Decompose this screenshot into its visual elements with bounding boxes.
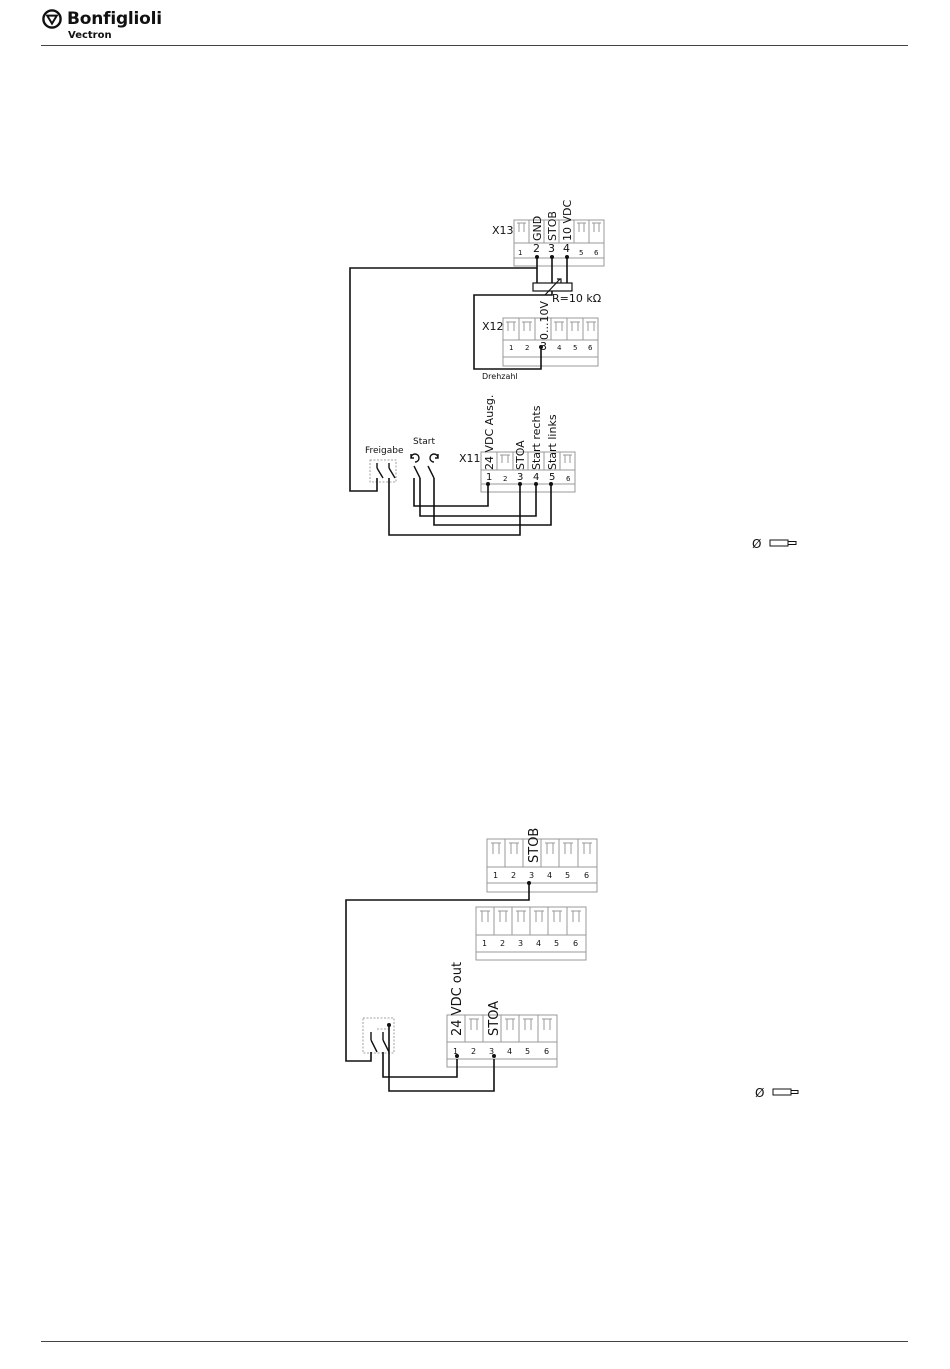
x13-2-number-5: 5 xyxy=(565,871,570,880)
x12-small-number-2: 2 xyxy=(525,344,529,352)
x13-small-number-1: 1 xyxy=(518,249,522,257)
x11-2-number-4: 4 xyxy=(507,1047,512,1056)
screwdriver-diameter-symbol-2: Ø xyxy=(755,1086,764,1100)
x11-small-number-2: 2 xyxy=(503,475,507,483)
x11-label: X11 xyxy=(459,452,481,465)
wiring-diagram-2: 1 2 3 4 5 6 STOB 1 2 xyxy=(346,828,798,1100)
footer-rule xyxy=(41,1341,908,1342)
x13-2-number-4: 4 xyxy=(547,871,552,880)
x11-2-signal-stoa: STOA xyxy=(487,1001,502,1036)
x13-signal-gnd: GND xyxy=(531,216,544,241)
x13-2-number-2: 2 xyxy=(511,871,516,880)
terminal-block-x11: X11 2 6 1 3 4 5 24 VDC Ausg. STOA Start … xyxy=(459,395,575,492)
x11-terminal-5-number: 5 xyxy=(549,472,555,483)
wiring-1 xyxy=(350,257,567,535)
start-switch: Start xyxy=(411,437,438,478)
x13-2-number-3: 3 xyxy=(529,871,534,880)
x11-signal-24vdc: 24 VDC Ausg. xyxy=(483,395,496,470)
x13-2-signal-stob: STOB xyxy=(527,828,542,863)
x11-terminal-3-number: 3 xyxy=(517,472,523,483)
x13-label: X13 xyxy=(492,224,514,237)
x13-terminal-3-number: 3 xyxy=(548,242,555,255)
x12-small-number-6: 6 xyxy=(588,344,593,352)
enable-switch: Freigabe xyxy=(365,446,404,482)
x12-2-number-3: 3 xyxy=(518,939,523,948)
screwdriver-icon-1: Ø xyxy=(752,537,796,551)
rotate-right-icon xyxy=(411,454,419,462)
x12-2-number-2: 2 xyxy=(500,939,505,948)
x13-terminal-2-number: 2 xyxy=(533,242,540,255)
terminal-block-x11-2: 1 2 3 4 5 6 24 VDC out STOA xyxy=(447,962,557,1067)
enable-switch-label: Freigabe xyxy=(365,446,404,456)
x13-signal-10vdc: 10 VDC xyxy=(561,200,574,241)
x12-2-number-4: 4 xyxy=(536,939,541,948)
terminal-block-x12-2: 1 2 3 4 5 6 xyxy=(476,907,586,960)
x11-terminal-1-number: 1 xyxy=(486,472,492,483)
terminal-block-x13-2: 1 2 3 4 5 6 STOB xyxy=(487,828,597,892)
x11-terminal-4-number: 4 xyxy=(533,472,539,483)
start-switch-label: Start xyxy=(413,437,435,447)
x12-caption: Drehzahl xyxy=(482,372,518,381)
x11-signal-start-right: Start rechts xyxy=(530,405,543,470)
x12-2-number-6: 6 xyxy=(573,939,578,948)
x11-2-number-2: 2 xyxy=(471,1047,476,1056)
x11-2-signal-24vdc-out: 24 VDC out xyxy=(450,962,465,1036)
x12-2-number-1: 1 xyxy=(482,939,487,948)
x11-2-number-6: 6 xyxy=(544,1047,549,1056)
x12-signal-0-10v: 0...10V xyxy=(538,301,551,340)
x13-terminal-4-number: 4 xyxy=(563,242,570,255)
x11-signal-start-left: Start links xyxy=(546,414,559,470)
terminal-block-x13: X13 1 5 6 2 3 4 GND STOB 10 VDC xyxy=(492,200,604,266)
rotate-left-icon xyxy=(430,454,438,462)
x12-small-number-5: 5 xyxy=(573,344,577,352)
x11-small-number-6: 6 xyxy=(566,475,571,483)
x12-small-number-1: 1 xyxy=(509,344,513,352)
x13-small-number-5: 5 xyxy=(579,249,583,257)
x13-2-number-1: 1 xyxy=(493,871,498,880)
screwdriver-diameter-symbol-1: Ø xyxy=(752,537,761,551)
x13-2-number-6: 6 xyxy=(584,871,589,880)
wiring-diagram-1: X13 1 5 6 2 3 4 GND STOB 10 VDC xyxy=(350,200,796,551)
x12-2-number-5: 5 xyxy=(554,939,559,948)
x11-signal-stoa: STOA xyxy=(514,440,527,470)
resistor-label: R=10 kΩ xyxy=(552,292,601,305)
x12-small-number-4: 4 xyxy=(557,344,562,352)
x13-small-number-6: 6 xyxy=(594,249,599,257)
x11-2-number-5: 5 xyxy=(525,1047,530,1056)
screwdriver-icon-2: Ø xyxy=(755,1086,798,1100)
x12-label: X12 xyxy=(482,320,504,333)
x13-signal-stob: STOB xyxy=(546,211,559,241)
